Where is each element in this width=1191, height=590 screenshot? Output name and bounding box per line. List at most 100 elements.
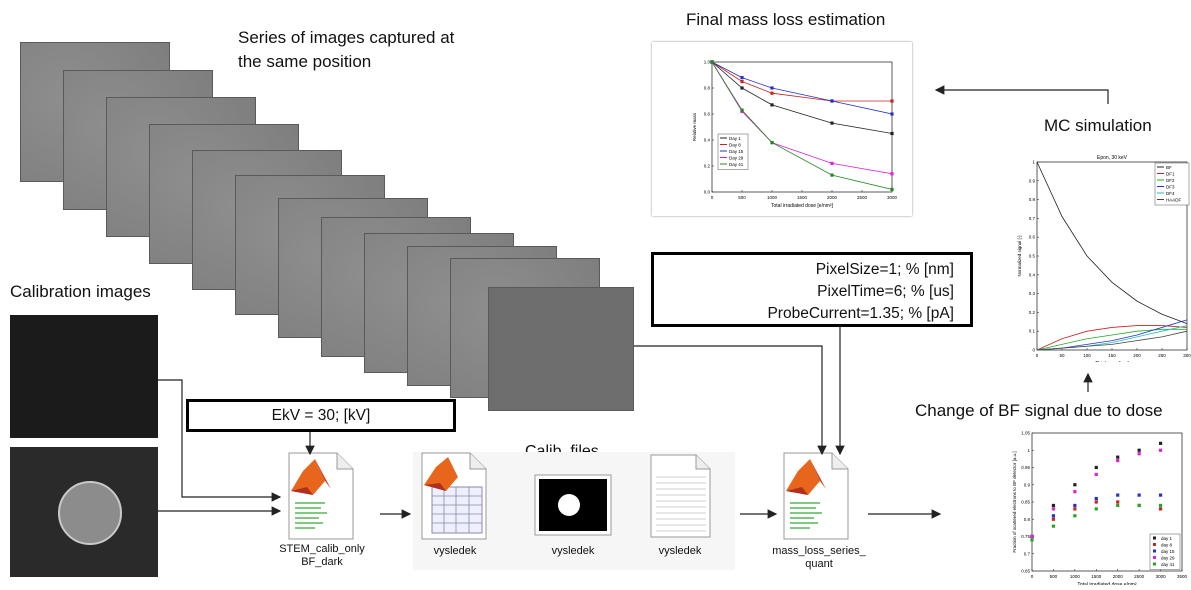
data-point xyxy=(890,99,894,103)
ekv-box: EkV = 30; [kV] xyxy=(186,399,456,432)
calibration-disc xyxy=(58,481,122,545)
legend-swatch xyxy=(1153,536,1156,540)
x-tick-label: 1000 xyxy=(767,195,778,200)
data-point xyxy=(740,86,744,90)
legend-label: day 41 xyxy=(1161,562,1175,567)
data-point xyxy=(1051,507,1056,511)
calibration-images-heading: Calibration images xyxy=(10,282,151,301)
data-point xyxy=(1116,500,1120,504)
x-tick-label: 2000 xyxy=(1113,574,1124,579)
data-point xyxy=(1073,507,1077,511)
y-axis-label: Relative mass xyxy=(692,112,697,141)
data-point xyxy=(1073,483,1077,487)
data-point xyxy=(1158,507,1163,511)
result3-caption: vysledek xyxy=(658,545,702,557)
x-tick-label: 500 xyxy=(738,195,746,200)
y-tick-label: 0.8 xyxy=(1029,197,1036,202)
series-heading: Series of images captured at the same po… xyxy=(238,28,455,71)
y-tick-label: 0.65 xyxy=(1021,569,1030,574)
data-point xyxy=(1137,503,1141,508)
data-point xyxy=(1137,493,1141,497)
legend-label: DF3 xyxy=(1166,185,1175,190)
x-tick-label: 300 xyxy=(1183,353,1191,358)
script2-caption: mass_loss_series_ quant xyxy=(772,545,866,570)
series-line xyxy=(1036,330,1188,351)
data-point xyxy=(770,91,774,95)
data-point xyxy=(830,99,834,103)
mc-simulation-heading: MC simulation xyxy=(1044,116,1152,135)
data-point xyxy=(1073,514,1077,518)
data-point xyxy=(770,103,774,107)
data-point xyxy=(1094,472,1098,476)
legend-label: Day 41 xyxy=(729,162,744,167)
script1-caption: STEM_calib_only BF_dark xyxy=(279,543,365,568)
data-point xyxy=(770,141,774,145)
data-point xyxy=(1030,538,1034,542)
data-point xyxy=(1116,503,1120,508)
result1-icon xyxy=(418,451,490,541)
legend-label: Day 8 xyxy=(729,143,741,148)
data-point xyxy=(1158,503,1163,508)
data-point xyxy=(740,76,744,80)
y-tick-label: 0.7 xyxy=(1029,216,1036,221)
pixel-time-line: PixelTime=6; % [us] xyxy=(817,283,954,300)
series-line xyxy=(1036,325,1188,351)
legend-swatch xyxy=(1153,562,1156,566)
y-tick-label: 0.2 xyxy=(1029,310,1036,315)
data-point xyxy=(1137,452,1141,456)
data-point xyxy=(890,112,894,116)
calibration-image-disc xyxy=(10,447,158,577)
legend-label: HAADF xyxy=(1166,198,1182,203)
series-line xyxy=(1036,161,1188,325)
legend-label: day 15 xyxy=(1161,549,1175,554)
arrow-calib-dark xyxy=(158,379,282,502)
y-tick-label: 0.2 xyxy=(704,164,711,169)
result1-caption: vysledek xyxy=(433,545,477,557)
final-mass-loss-heading: Final mass loss estimation xyxy=(686,10,886,29)
x-tick-label: 100 xyxy=(1083,353,1091,358)
data-point xyxy=(1051,503,1056,508)
legend-box xyxy=(1154,162,1190,206)
x-tick-label: 0 xyxy=(711,195,714,200)
x-tick-label: 150 xyxy=(1108,353,1116,358)
legend-label: day 29 xyxy=(1161,556,1175,561)
x-tick-label: 250 xyxy=(1158,353,1166,358)
script1-icon xyxy=(285,451,357,541)
y-tick-label: 0.4 xyxy=(1029,272,1036,277)
sample-region xyxy=(489,288,633,410)
y-tick-label: 0.5 xyxy=(1029,254,1036,259)
data-point xyxy=(710,60,714,64)
x-tick-label: 50 xyxy=(1059,353,1065,358)
data-point xyxy=(890,172,894,176)
data-point xyxy=(1116,493,1120,497)
data-point xyxy=(1073,503,1077,508)
data-point xyxy=(1137,448,1141,452)
data-point xyxy=(1051,514,1056,518)
data-point xyxy=(830,173,834,177)
chart-title: Epon, 30 keV xyxy=(1097,155,1128,161)
data-point xyxy=(1094,465,1098,470)
legend-label: Day 15 xyxy=(729,149,744,154)
mc-simulation-chart-panel: Epon, 30 keVThickness [nm]Normalized sig… xyxy=(1015,150,1191,367)
y-tick-label: 0 xyxy=(1032,348,1035,353)
x-tick-label: 3000 xyxy=(887,195,898,200)
series-line xyxy=(1036,328,1187,351)
probe-current-line: ProbeCurrent=1.35; % [pA] xyxy=(767,305,954,322)
result3-icon xyxy=(648,453,714,539)
x-tick-label: 3500 xyxy=(1177,574,1188,579)
data-point xyxy=(740,79,744,84)
mass-loss-chart: Total irradiated dose [e/nm²]Relative ma… xyxy=(692,60,898,210)
legend-label: BF xyxy=(1166,165,1172,170)
legend-label: Day 1 xyxy=(729,136,741,141)
ekv-line: EkV = 30; [kV] xyxy=(271,407,371,424)
data-point xyxy=(1094,507,1098,511)
y-tick-label: 1.05 xyxy=(1021,431,1030,436)
mc-simulation-chart: Epon, 30 keVThickness [nm]Normalized sig… xyxy=(1017,155,1191,367)
data-point xyxy=(890,187,894,191)
x-tick-label: 1500 xyxy=(797,195,808,200)
x-tick-label: 2500 xyxy=(857,195,868,200)
bf-change-heading: Change of BF signal due to dose xyxy=(915,401,1163,420)
y-tick-label: 0.6 xyxy=(1029,235,1036,240)
legend-label: day 8 xyxy=(1161,543,1173,548)
